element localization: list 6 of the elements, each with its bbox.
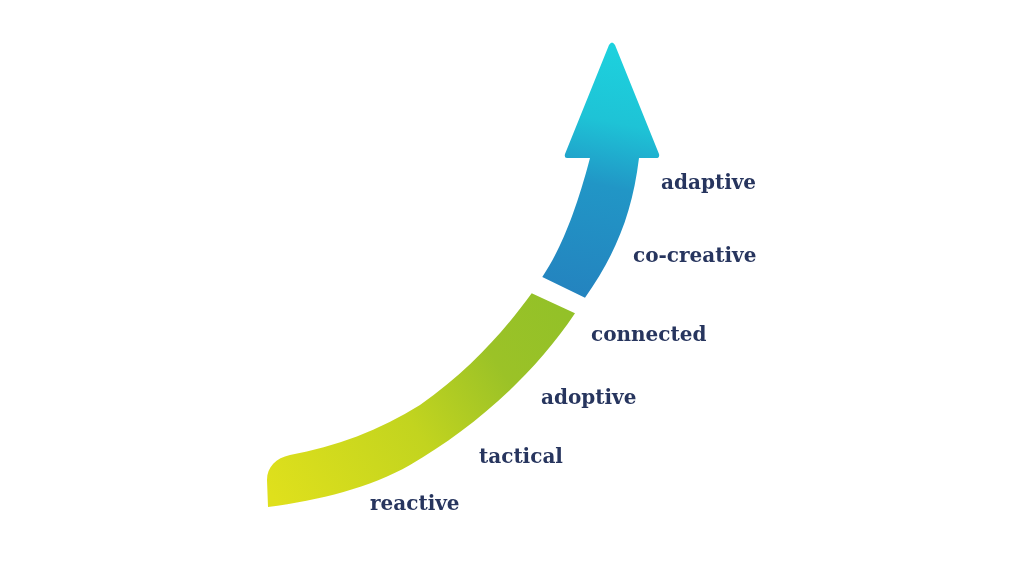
stage-label: tactical <box>479 444 563 468</box>
stage-label: reactive <box>370 491 460 515</box>
stage-label: co-creative <box>633 243 757 267</box>
stage-label: adoptive <box>541 385 637 409</box>
stage-label: connected <box>591 322 707 346</box>
stage-label: adaptive <box>661 170 757 194</box>
